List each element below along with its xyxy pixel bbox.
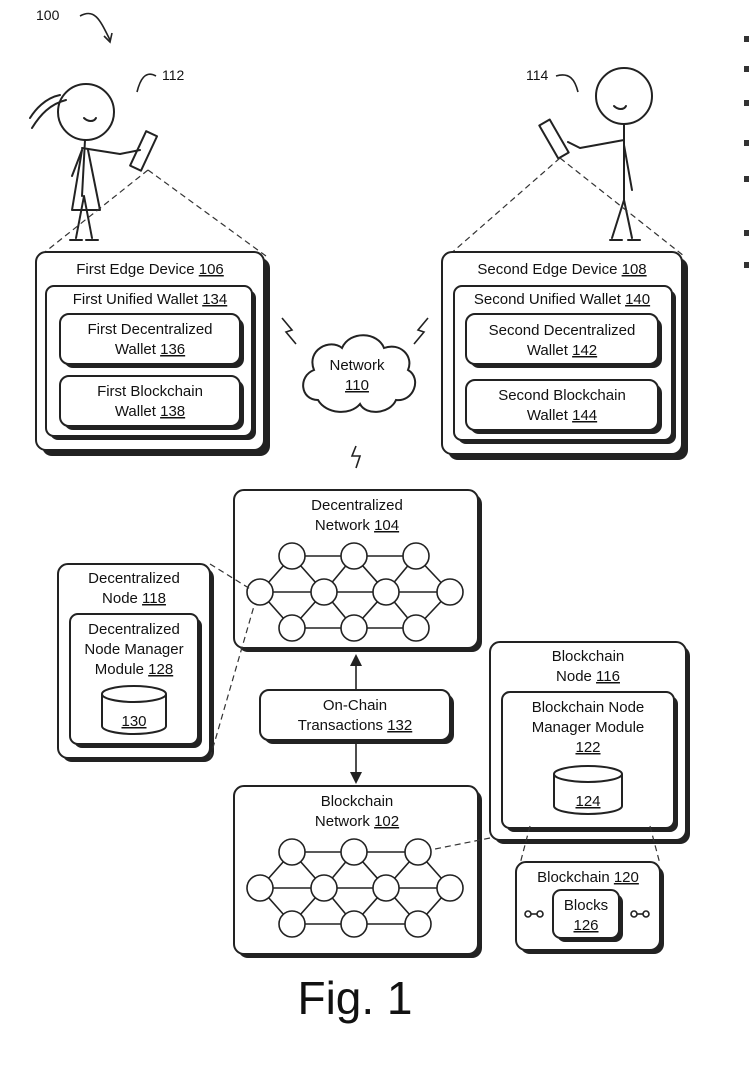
- svg-text:Decentralized: Decentralized: [88, 570, 180, 587]
- svg-text:122: 122: [575, 739, 600, 756]
- svg-text:Second Unified Wallet 140: Second Unified Wallet 140: [474, 291, 650, 308]
- svg-text:124: 124: [575, 793, 600, 810]
- blockchain-node: Blockchain Node 116 Blockchain Node Mana…: [490, 642, 690, 844]
- onchain-transactions: On-Chain Transactions 132: [260, 690, 454, 744]
- svg-text:Decentralized: Decentralized: [88, 621, 180, 638]
- svg-text:Network: Network: [329, 357, 385, 374]
- svg-text:Wallet 142: Wallet 142: [527, 342, 597, 359]
- svg-text:Blockchain 120: Blockchain 120: [537, 869, 639, 886]
- first-decentralized-wallet-label: First Decentralized: [87, 321, 212, 338]
- svg-text:Network 102: Network 102: [315, 813, 399, 830]
- svg-text:130: 130: [121, 713, 146, 730]
- svg-text:First Unified Wallet 134: First Unified Wallet 134: [73, 291, 228, 308]
- database-icon: 130: [102, 686, 166, 734]
- svg-text:Node Manager: Node Manager: [84, 641, 183, 658]
- svg-text:Blockchain: Blockchain: [321, 793, 394, 810]
- svg-text:Module 128: Module 128: [95, 661, 173, 678]
- svg-text:Blockchain Node: Blockchain Node: [532, 699, 645, 716]
- svg-text:Blocks: Blocks: [564, 897, 608, 914]
- signal-icon: [352, 446, 360, 468]
- figure-label: Fig. 1: [297, 972, 412, 1024]
- svg-text:Transactions 132: Transactions 132: [298, 717, 413, 734]
- svg-text:Node 116: Node 116: [556, 668, 620, 685]
- decentralized-node: Decentralized Node 118 Decentralized Nod…: [58, 564, 214, 762]
- clipped-margin-marks: [744, 36, 749, 268]
- svg-text:126: 126: [573, 917, 598, 934]
- decentralized-network: Decentralized Network 104: [234, 490, 482, 652]
- svg-text:Manager Module: Manager Module: [532, 719, 645, 736]
- first-blockchain-wallet-label: First Blockchain: [97, 383, 203, 400]
- svg-text:On-Chain: On-Chain: [323, 697, 387, 714]
- user1-ref: 112: [162, 67, 185, 83]
- svg-text:Wallet 144: Wallet 144: [527, 407, 597, 424]
- svg-text:Wallet 138: Wallet 138: [115, 403, 185, 420]
- figure-ref-arrow: [80, 13, 110, 40]
- user1-ref-arrow: [137, 74, 156, 92]
- user2-ref-arrow: [556, 75, 578, 92]
- blockchain-network-graph: [247, 839, 463, 937]
- svg-text:Wallet 136: Wallet 136: [115, 341, 185, 358]
- svg-text:Second Edge Device 108: Second Edge Device 108: [477, 261, 646, 278]
- second-decentralized-wallet-label: Second Decentralized: [489, 322, 636, 339]
- svg-text:Blockchain: Blockchain: [552, 648, 625, 665]
- user2-device-link: [448, 158, 684, 256]
- svg-text:Decentralized: Decentralized: [311, 497, 403, 514]
- signal-icon: [282, 318, 296, 344]
- blockchain-network: Blockchain Network 102: [234, 786, 482, 958]
- second-blockchain-wallet-label: Second Blockchain: [498, 387, 626, 404]
- svg-text:First Edge Device 106: First Edge Device 106: [76, 261, 224, 278]
- database-icon: 124: [554, 766, 622, 814]
- signal-icon: [414, 318, 428, 344]
- user2-ref: 114: [526, 67, 549, 83]
- svg-text:Network 104: Network 104: [315, 517, 399, 534]
- user1-figure: [30, 84, 157, 240]
- svg-text:110: 110: [345, 377, 369, 394]
- svg-text:Node 118: Node 118: [102, 590, 166, 607]
- network-cloud: Network 110: [303, 335, 415, 412]
- second-edge-device: Second Edge Device 108 Second Unified Wa…: [442, 252, 688, 460]
- user1-device-link: [40, 170, 266, 256]
- first-edge-device: First Edge Device 106 First Unified Wall…: [36, 252, 270, 456]
- user2-figure: [539, 68, 652, 240]
- blockchain: Blockchain 120 Blocks 126: [516, 862, 664, 954]
- figure-ref: 100: [36, 7, 60, 23]
